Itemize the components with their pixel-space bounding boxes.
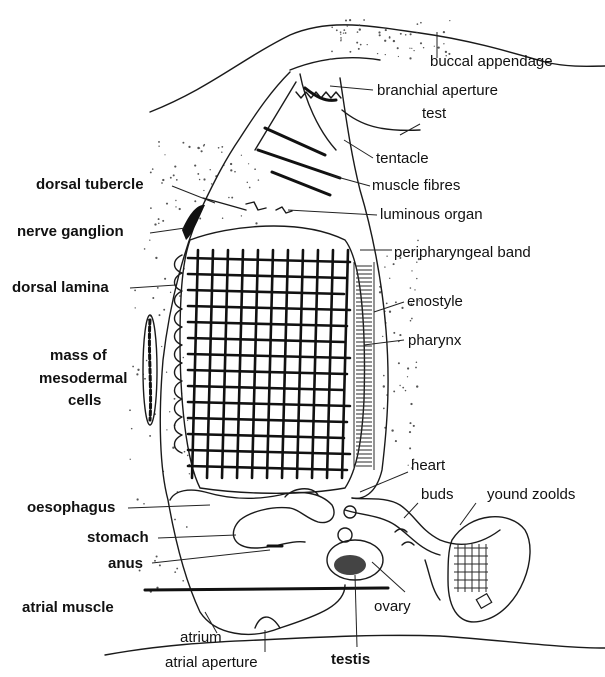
label-atrial-aperture: atrial aperture <box>165 654 258 671</box>
label-luminous-organ: luminous organ <box>380 206 483 223</box>
label-dorsal-lamina: dorsal lamina <box>12 279 109 296</box>
label-ovary: ovary <box>374 598 411 615</box>
gonads <box>327 528 383 580</box>
label-buds: buds <box>421 486 454 503</box>
label-stomach: stomach <box>87 529 149 546</box>
label-oesophagus: oesophagus <box>27 499 115 516</box>
label-peripharyngeal-band: peripharyngeal band <box>394 244 531 261</box>
branchial-stigmata-mesh <box>188 250 350 478</box>
label-mass-of: mass of <box>50 347 108 364</box>
label-buccal-appendage: buccal appendage <box>430 53 553 70</box>
luminous-organ <box>246 202 292 213</box>
pharynx <box>180 226 364 493</box>
labels: buccal appendage branchial aperture test… <box>12 53 575 671</box>
young-zooid-mesh <box>454 544 488 592</box>
label-anus: anus <box>108 555 143 572</box>
label-atrium: atrium <box>180 629 222 646</box>
dorsal-tubercle <box>203 198 246 210</box>
endostyle <box>354 262 374 470</box>
label-branchial-aperture: branchial aperture <box>377 82 498 99</box>
label-tentacle: tentacle <box>376 150 429 167</box>
label-cells: cells <box>68 392 101 409</box>
label-test: test <box>422 105 447 122</box>
gut <box>170 489 334 548</box>
atrial-muscle <box>145 588 388 590</box>
mesodermal-cells <box>143 315 157 425</box>
label-young-zooids: yound zoolds <box>487 486 575 503</box>
label-atrial-muscle: atrial muscle <box>22 599 114 616</box>
atrial-aperture <box>255 617 280 628</box>
label-nerve-ganglion: nerve ganglion <box>17 223 124 240</box>
stolon-buds <box>344 498 500 555</box>
young-zooids <box>425 517 530 622</box>
muscle-fibres <box>258 128 340 195</box>
branchial-aperture <box>296 88 341 100</box>
label-heart: heart <box>411 457 446 474</box>
label-dorsal-tubercle: dorsal tubercle <box>36 176 144 193</box>
nerve-ganglion <box>182 205 205 240</box>
label-enostyle: enostyle <box>407 293 463 310</box>
label-pharynx: pharynx <box>408 332 462 349</box>
label-mesodermal: mesodermal <box>39 370 127 387</box>
label-testis: testis <box>331 651 370 668</box>
label-muscle-fibres: muscle fibres <box>372 177 460 194</box>
